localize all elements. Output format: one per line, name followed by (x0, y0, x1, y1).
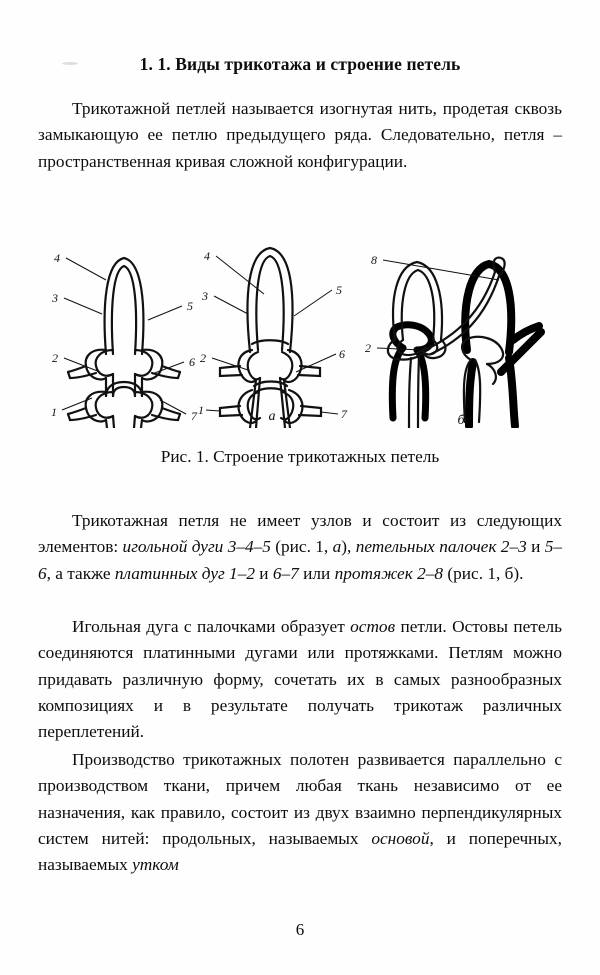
figure-1: 4 3 2 1 5 6 7 (38, 232, 562, 428)
figure-label-2: 2 (200, 351, 206, 365)
paragraph-loop-core: Игольная дуга с палочками образует остов… (38, 614, 562, 745)
figure-sublabel-b: б (457, 413, 465, 428)
para2-run2: (рис. 1, (270, 537, 333, 557)
figure-label-7: 7 (341, 407, 348, 421)
para2-run1: Трикотажная петля не имеет узлов и состо… (38, 511, 562, 557)
scan-artifact-speckle (62, 62, 78, 65)
figure-label-6: 6 (339, 347, 345, 361)
para3-run1: Игольная дуга с палочками образует (72, 617, 351, 636)
figure-label-4: 4 (54, 251, 60, 265)
figure-label-1: 1 (198, 403, 204, 417)
para4-run1: Производство трикотажных полотен развива… (38, 750, 562, 848)
para2-run3: ), (341, 537, 356, 557)
para2-run6: и (254, 563, 273, 583)
term-platine-arcs-2: 6–7 (272, 563, 299, 583)
paragraph-loop-elements: Трикотажная петля не имеет узлов и состо… (38, 508, 562, 587)
figure-panel-b: 8 2 б (363, 232, 558, 428)
figure-ref-a: а (332, 537, 342, 557)
figure-sublabel-a: а (269, 409, 276, 424)
para3-run2: петли. Остовы петель соединяются платинн… (38, 617, 563, 742)
para2-run8: (рис. 1, б). (443, 563, 524, 583)
term-loop-legs-2: 5–6 (38, 537, 562, 583)
paragraph-production: Производство трикотажных полотен развива… (38, 747, 562, 878)
term-needle-arc: игольной дуги 3–4–5 (122, 537, 271, 557)
figure-label-2: 2 (365, 341, 371, 355)
figure-caption: Рис. 1. Строение трикотажных петель (160, 447, 440, 466)
figure-panel-a-side: 4 3 2 1 5 6 7 а (190, 232, 355, 428)
figure-label-5: 5 (187, 299, 193, 313)
figure-panel-a: 4 3 2 1 5 6 7 (44, 232, 204, 428)
para4-run2: , и поперечных, называемых (38, 828, 562, 875)
page-title: 1. 1. Виды трикотажа и строение петель (139, 53, 461, 74)
page-number: 6 (295, 920, 305, 939)
para2-run7: или (298, 563, 335, 583)
term-warp: основой (371, 828, 430, 848)
term-platine-arcs-1: платинных дуг 1–2 (114, 563, 255, 583)
figure-label-3: 3 (201, 289, 208, 303)
figure-label-8: 8 (371, 253, 377, 267)
figure-label-5: 5 (336, 283, 342, 297)
para2-run5: , а также (46, 563, 115, 583)
figure-label-2: 2 (52, 351, 58, 365)
figure-label-7: 7 (191, 409, 198, 423)
paragraph-definition: Трикотажной петлей называется изогнутая … (38, 96, 562, 175)
term-floats: протяжек 2–8 (334, 563, 444, 583)
term-weft: утком (132, 855, 179, 875)
term-loop-legs-1: петельных палочек 2–3 (355, 537, 527, 557)
figure-label-1: 1 (51, 405, 57, 419)
figure-label-6: 6 (189, 355, 195, 369)
para2-run4: и (526, 537, 545, 557)
figure-label-3: 3 (51, 291, 58, 305)
para1-text: Трикотажной петлей называется изогнутая … (38, 99, 562, 171)
figure-label-4: 4 (204, 249, 210, 263)
term-core: остов (350, 617, 396, 636)
